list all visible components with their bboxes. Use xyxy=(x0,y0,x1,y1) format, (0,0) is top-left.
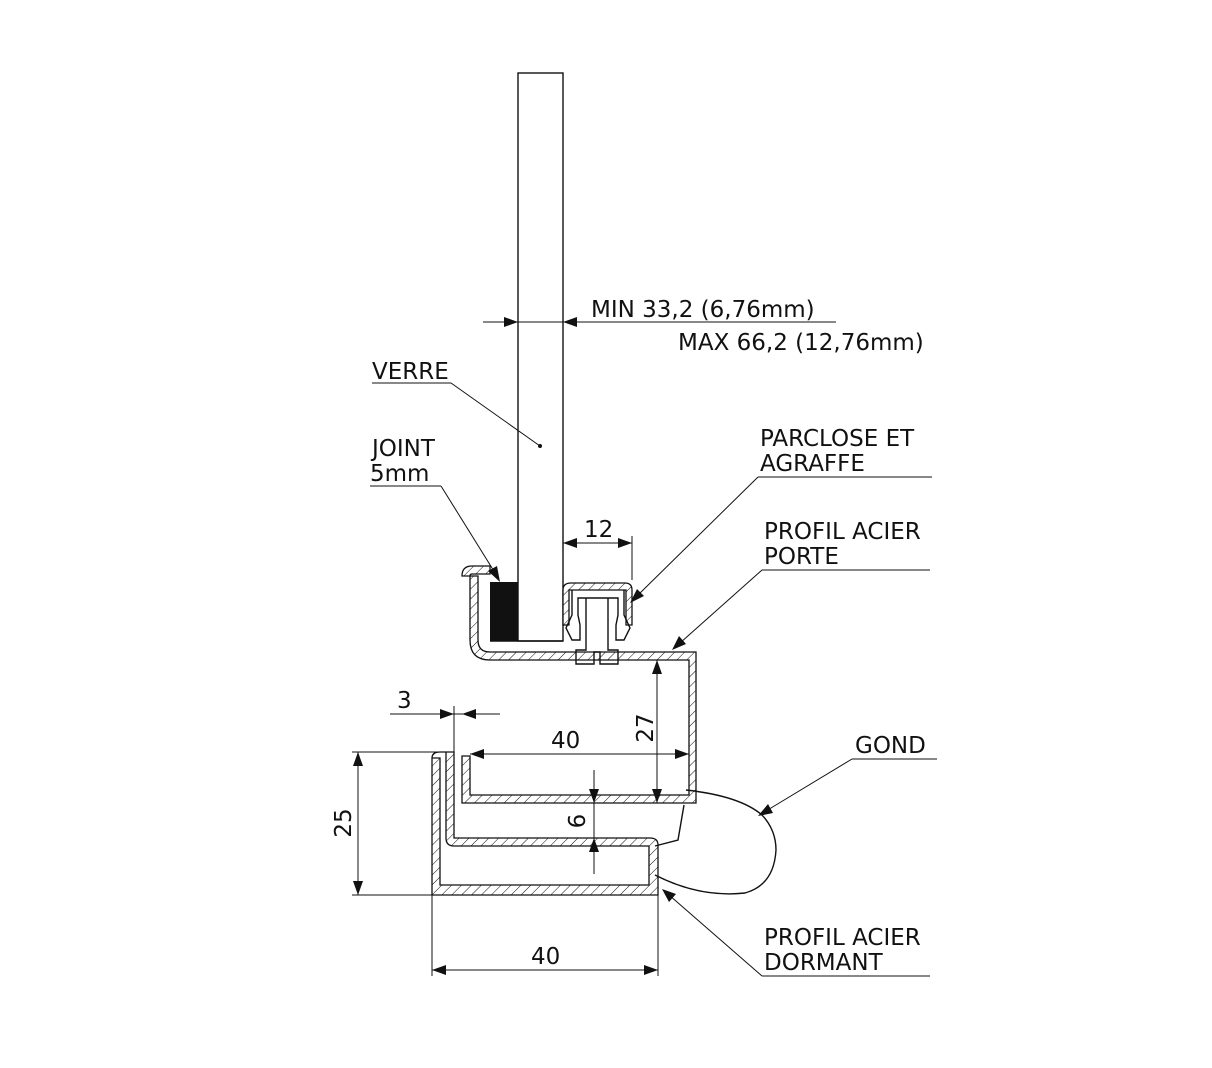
label-parclose-line1: PARCLOSE ET xyxy=(760,426,915,452)
dim-dormant-width xyxy=(431,895,659,976)
profil-acier-dormant xyxy=(431,751,659,896)
label-profil-dormant-line2: DORMANT xyxy=(764,950,884,976)
verre-leader-dot xyxy=(538,444,542,448)
label-parclose-line2: AGRAFFE xyxy=(760,451,865,477)
dim-porte-height-value: 27 xyxy=(633,713,659,742)
label-profil-porte-line1: PROFIL ACIER xyxy=(764,519,921,545)
dim-gap xyxy=(589,770,599,874)
dim-dormant-height xyxy=(352,751,446,896)
dim-glass-max: MAX 66,2 (12,76mm) xyxy=(678,330,924,356)
dim-glass-min: MIN 33,2 (6,76mm) xyxy=(591,297,815,323)
joint-seal xyxy=(490,582,518,641)
parclose-agraffe xyxy=(562,582,633,665)
label-joint-line1: JOINT xyxy=(370,436,436,462)
dim-glass-thickness xyxy=(483,317,836,327)
dim-parclose-width xyxy=(563,536,633,580)
dim-porte-width xyxy=(470,749,689,759)
label-profil-dormant-line1: PROFIL ACIER xyxy=(764,925,921,951)
dim-dormant-height-value: 25 xyxy=(331,808,357,837)
dim-dormant-width-value: 40 xyxy=(531,944,560,970)
profil-acier-porte xyxy=(461,565,697,804)
gond-hinge xyxy=(654,789,777,895)
label-profil-porte-line2: PORTE xyxy=(764,544,839,570)
dim-gap-value: 6 xyxy=(565,814,591,829)
dim-offset-value: 3 xyxy=(397,688,412,714)
label-gond: GOND xyxy=(855,733,926,759)
dim-porte-height xyxy=(652,660,662,803)
dim-parclose-width-value: 12 xyxy=(584,517,613,543)
label-verre: VERRE xyxy=(372,359,449,385)
dim-porte-width-value: 40 xyxy=(551,728,580,754)
glass-pane xyxy=(517,72,564,642)
dim-offset xyxy=(390,706,500,752)
label-joint-line2: 5mm xyxy=(370,461,429,487)
